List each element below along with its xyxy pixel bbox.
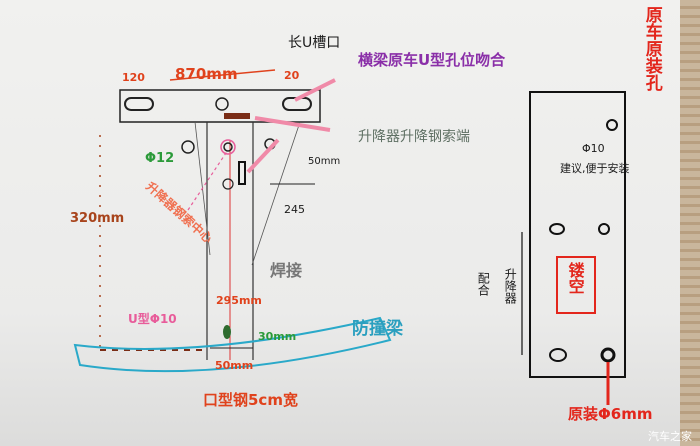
label-bumper-beam: 防撞梁: [352, 319, 403, 339]
label-fit-a: 配合: [476, 272, 491, 296]
label-lifter-cable-end: 升降器升降钢索端: [358, 129, 470, 145]
label-original-phi6: 原装Φ6mm: [568, 405, 653, 423]
label-fit-b: 升降器: [503, 268, 518, 304]
hollow-box: [556, 256, 596, 314]
label-square-steel: 口型钢5cm宽: [203, 391, 298, 409]
dim-20: 20: [284, 69, 300, 82]
hole-center: [215, 97, 229, 111]
crossbeam: [119, 89, 321, 123]
bumper-beam-outline: [73, 316, 392, 373]
dim-50-bottom: 50mm: [215, 359, 254, 372]
label-original-holes: 原车原装孔: [641, 6, 662, 91]
cable-end-block: [224, 113, 250, 119]
dim-30: 30mm: [258, 330, 297, 343]
label-phi12: Φ12: [145, 151, 175, 166]
watermark: 汽车之家: [648, 430, 692, 443]
label-suggestion: 建议,便于安装: [560, 162, 630, 175]
dim-245: 245: [284, 203, 305, 216]
label-weld: 焊接: [270, 261, 303, 280]
label-right-phi10: Φ10: [582, 142, 605, 155]
label-beam-hole-match: 横梁原车U型孔位吻合: [358, 51, 506, 69]
dim-295: 295mm: [216, 294, 262, 307]
dim-120: 120: [122, 71, 145, 84]
wood-table-edge: [680, 0, 700, 446]
dim-320: 320mm: [70, 211, 125, 226]
label-u-phi10: U型Φ10: [128, 312, 177, 326]
dim-870: 870mm: [175, 65, 238, 83]
right-plate: [529, 91, 626, 378]
slot-left: [124, 97, 154, 111]
hole-phi12: [181, 140, 195, 154]
label-hollow: 镂空: [565, 262, 585, 294]
dim-50-top: 50mm: [308, 156, 341, 167]
label-long-u-slot: 长U槽口: [288, 35, 341, 51]
